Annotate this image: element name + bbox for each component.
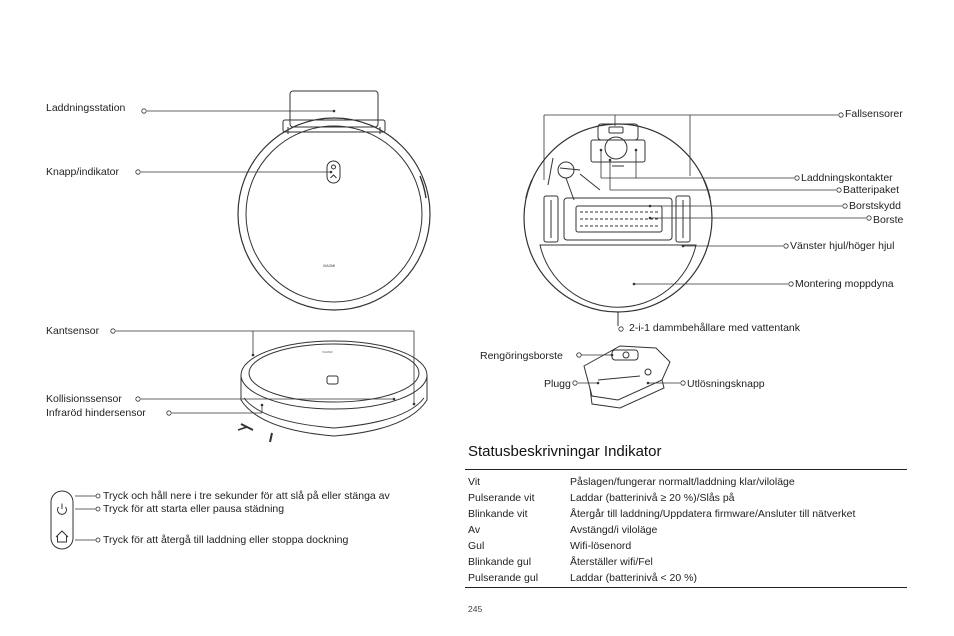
table-rule-bottom	[465, 587, 907, 588]
brand-logo-top: XIAOMI	[323, 264, 335, 268]
label-release-button: Utlösningsknapp	[687, 378, 765, 390]
table-row: Vit Påslagen/fungerar normalt/laddning kl…	[468, 474, 855, 490]
table-row: Pulserande gul Laddar (batterinivå < 20 %…	[468, 570, 855, 586]
status-key: Vit	[468, 476, 481, 488]
help-home-press: Tryck för att återgå till laddning eller…	[103, 534, 349, 546]
status-table: Vit Påslagen/fungerar normalt/laddning kl…	[468, 474, 855, 586]
home-icon	[55, 530, 69, 543]
brand-logo-side: XIAOMI	[322, 350, 333, 354]
status-value: Återställer wifi/Fel	[570, 556, 653, 568]
label-collision-sensor: Kollisionssensor	[46, 393, 122, 405]
label-brush-guard: Borstskydd	[849, 200, 901, 212]
label-dock: Laddningsstation	[46, 102, 126, 114]
page-number: 245	[468, 604, 483, 614]
status-key: Blinkande vit	[468, 508, 528, 520]
label-mop-mount: Montering moppdyna	[795, 278, 894, 290]
table-row: Blinkande gul Återställer wifi/Fel	[468, 554, 855, 570]
status-key: Pulserande vit	[468, 492, 535, 504]
label-charging-contacts: Laddningskontakter	[801, 172, 893, 184]
robot-side-view	[237, 340, 428, 443]
label-button-indicator: Knapp/indikator	[46, 166, 119, 178]
label-ir-sensor: Infraröd hindersensor	[46, 407, 146, 419]
status-key: Blinkande gul	[468, 556, 532, 568]
dustbin-drawing	[583, 345, 671, 409]
robot-bottom-view	[523, 123, 713, 326]
label-cliff-sensors: Fallsensorer	[845, 108, 903, 120]
table-row: Gul Wifi-lösenord	[468, 538, 855, 554]
label-dustbin: 2-i-1 dammbehållare med vattentank	[629, 322, 801, 334]
label-battery: Batteripaket	[843, 184, 900, 196]
label-wheels: Vänster hjul/höger hjul	[790, 240, 895, 252]
status-value: Påslagen/fungerar normalt/laddning klar/…	[570, 476, 795, 488]
status-key: Pulserande gul	[468, 572, 539, 584]
status-key: Gul	[468, 540, 485, 552]
label-cleaning-brush: Rengöringsborste	[480, 350, 563, 362]
status-value: Återgår till laddning/Uppdatera firmware…	[570, 508, 856, 520]
help-power-hold: Tryck och håll nere i tre sekunder för a…	[103, 490, 390, 502]
status-value: Avstängd/i viloläge	[570, 524, 658, 536]
label-brush: Borste	[873, 214, 904, 226]
status-value: Laddar (batterinivå < 20 %)	[570, 572, 697, 584]
robot-top-view	[237, 90, 431, 311]
table-row: Blinkande vit Återgår till laddning/Uppda…	[468, 506, 855, 522]
power-icon	[57, 503, 67, 515]
status-key: Av	[468, 524, 481, 536]
table-row: Av Avstängd/i viloläge	[468, 522, 855, 538]
table-row: Pulserande vit Laddar (batterinivå ≥ 20 %…	[468, 490, 855, 506]
help-power-press: Tryck för att starta eller pausa städnin…	[103, 503, 285, 515]
label-edge-sensor: Kantsensor	[46, 325, 100, 337]
status-value: Laddar (batterinivå ≥ 20 %)/Slås på	[570, 492, 735, 504]
table-rule-top	[465, 469, 907, 470]
button-legend-drawing	[50, 490, 101, 550]
status-section-title: Statusbeskrivningar Indikator	[468, 443, 662, 460]
label-plug: Plugg	[544, 378, 571, 390]
status-value: Wifi-lösenord	[570, 540, 632, 552]
